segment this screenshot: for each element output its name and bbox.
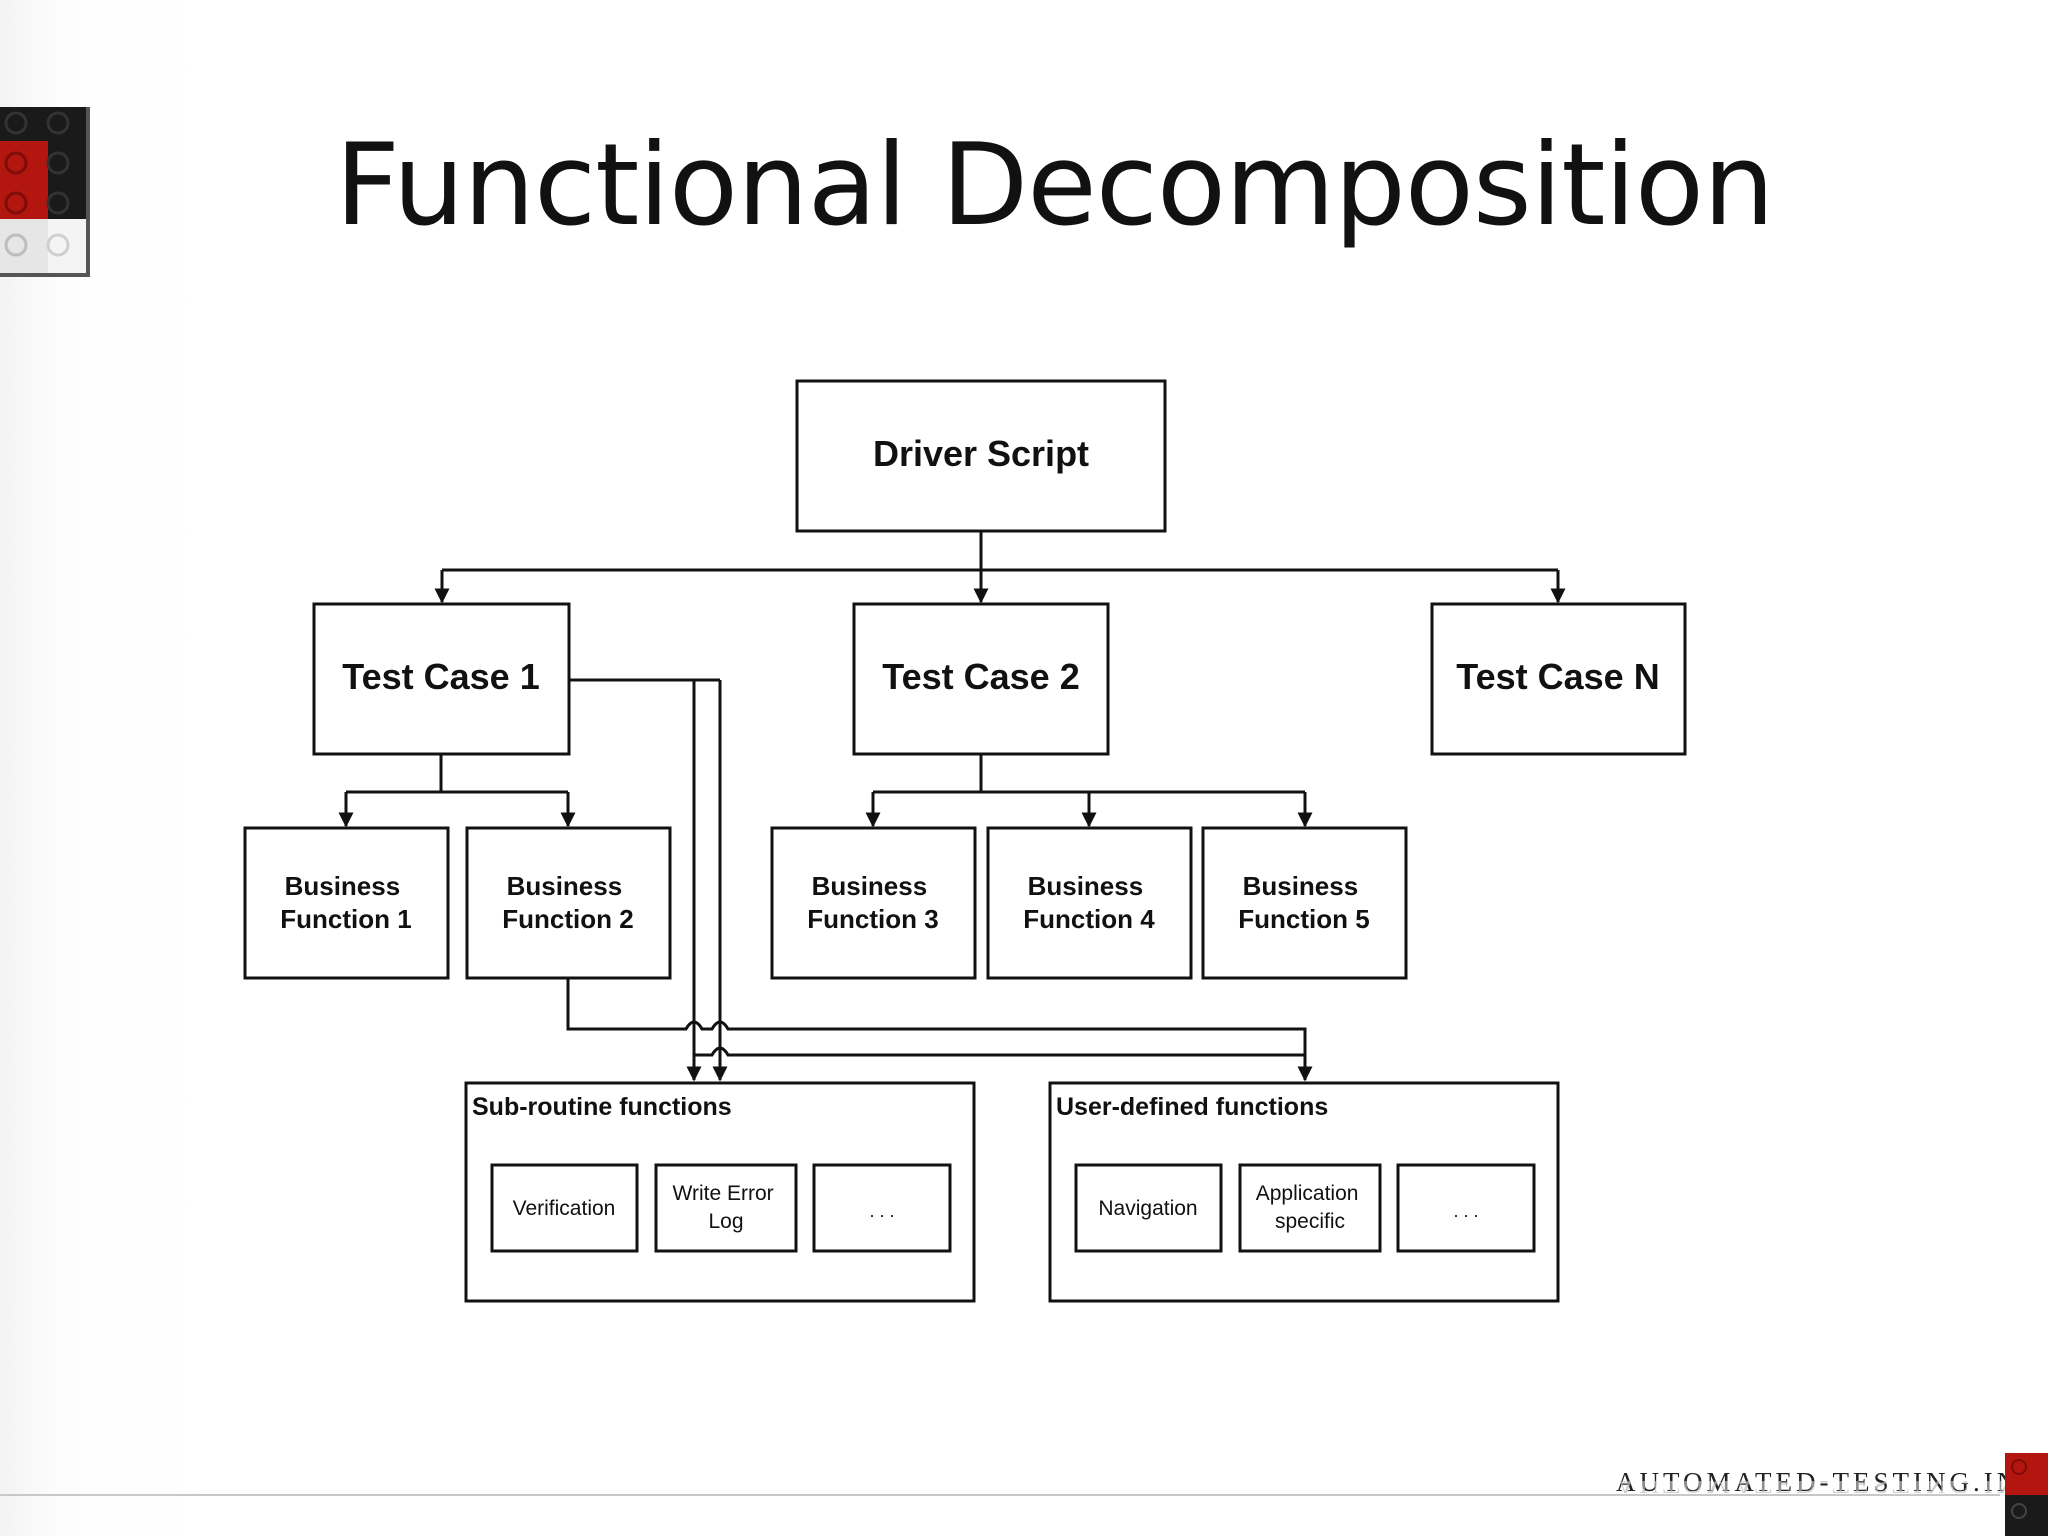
test-case-1-node: Test Case 1	[312, 602, 571, 756]
test-case-1-label: Test Case 1	[342, 656, 539, 697]
svg-text:Write Error Log: Write Error Log	[673, 1182, 780, 1233]
business-function-5-node: Business Function 5	[1201, 826, 1408, 980]
write-error-line2: Log	[708, 1210, 743, 1233]
write-error-line1: Write Error	[673, 1182, 774, 1205]
footer-brand-reflection: AUTOMATED-TESTING.INFO	[1616, 1481, 2048, 1499]
bf2-line2: Function 2	[502, 904, 633, 934]
bf3-line1: Business	[812, 871, 928, 901]
bf2-line1: Business	[507, 871, 623, 901]
test-case-2-node: Test Case 2	[852, 602, 1110, 756]
corner-lego-logo	[2005, 1453, 2048, 1536]
sub-routine-more-node: . . .	[812, 1163, 952, 1253]
bf5-line1: Business	[1243, 871, 1359, 901]
navigation-node: Navigation	[1074, 1163, 1223, 1253]
navigation-label: Navigation	[1098, 1197, 1197, 1220]
test-case-n-label: Test Case N	[1456, 656, 1659, 697]
footer-divider	[0, 1494, 2000, 1496]
verification-label: Verification	[513, 1197, 616, 1220]
slide-title: Functional Decomposition	[335, 119, 1775, 251]
group-connectors	[566, 678, 1313, 1082]
bf3-line2: Function 3	[807, 904, 938, 934]
application-line2: specific	[1275, 1210, 1345, 1233]
bf4-line1: Business	[1028, 871, 1144, 901]
tc2-connectors	[865, 754, 1313, 828]
svg-text:Business Function 1: Business Function 1	[280, 871, 411, 934]
business-function-1-node: Business Function 1	[243, 826, 450, 980]
bf4-line2: Function 4	[1023, 904, 1155, 934]
business-function-3-node: Business Function 3	[770, 826, 977, 980]
svg-text:Application specific: Application specific	[1256, 1182, 1365, 1233]
user-defined-more-node: . . .	[1396, 1163, 1536, 1253]
user-defined-title: User-defined functions	[1056, 1093, 1328, 1121]
write-error-log-node: Write Error Log	[654, 1163, 798, 1253]
svg-text:Business Function 2: Business Function 2	[502, 871, 633, 934]
root-connectors	[434, 531, 1566, 604]
lego-logo	[0, 107, 90, 277]
tc1-connectors	[338, 754, 576, 828]
driver-script-label: Driver Script	[873, 433, 1089, 474]
test-case-n-node: Test Case N	[1430, 602, 1687, 756]
bf1-line1: Business	[285, 871, 401, 901]
sub-routine-ellipsis: . . .	[869, 1201, 894, 1221]
sub-routine-title: Sub-routine functions	[472, 1093, 732, 1121]
test-case-2-label: Test Case 2	[882, 656, 1079, 697]
svg-text:Business Function 3: Business Function 3	[807, 871, 938, 934]
driver-script-node: Driver Script	[795, 379, 1167, 533]
user-defined-ellipsis: . . .	[1453, 1201, 1478, 1221]
business-function-2-node: Business Function 2	[465, 826, 672, 980]
sub-routine-functions-group: Sub-routine functions Verification Write…	[464, 1081, 976, 1303]
application-line1: Application	[1256, 1182, 1359, 1205]
svg-text:Business Function 4: Business Function 4	[1023, 871, 1155, 934]
footer-brand-text: AUTOMATED-TESTING.INFO	[1616, 1467, 2048, 1497]
bf5-line2: Function 5	[1238, 904, 1369, 934]
svg-text:Business Function 5: Business Function 5	[1238, 871, 1369, 934]
bf1-line2: Function 1	[280, 904, 411, 934]
business-function-4-node: Business Function 4	[986, 826, 1193, 980]
user-defined-functions-group: User-defined functions Navigation Applic…	[1048, 1081, 1560, 1303]
verification-node: Verification	[490, 1163, 639, 1253]
application-specific-node: Application specific	[1238, 1163, 1382, 1253]
